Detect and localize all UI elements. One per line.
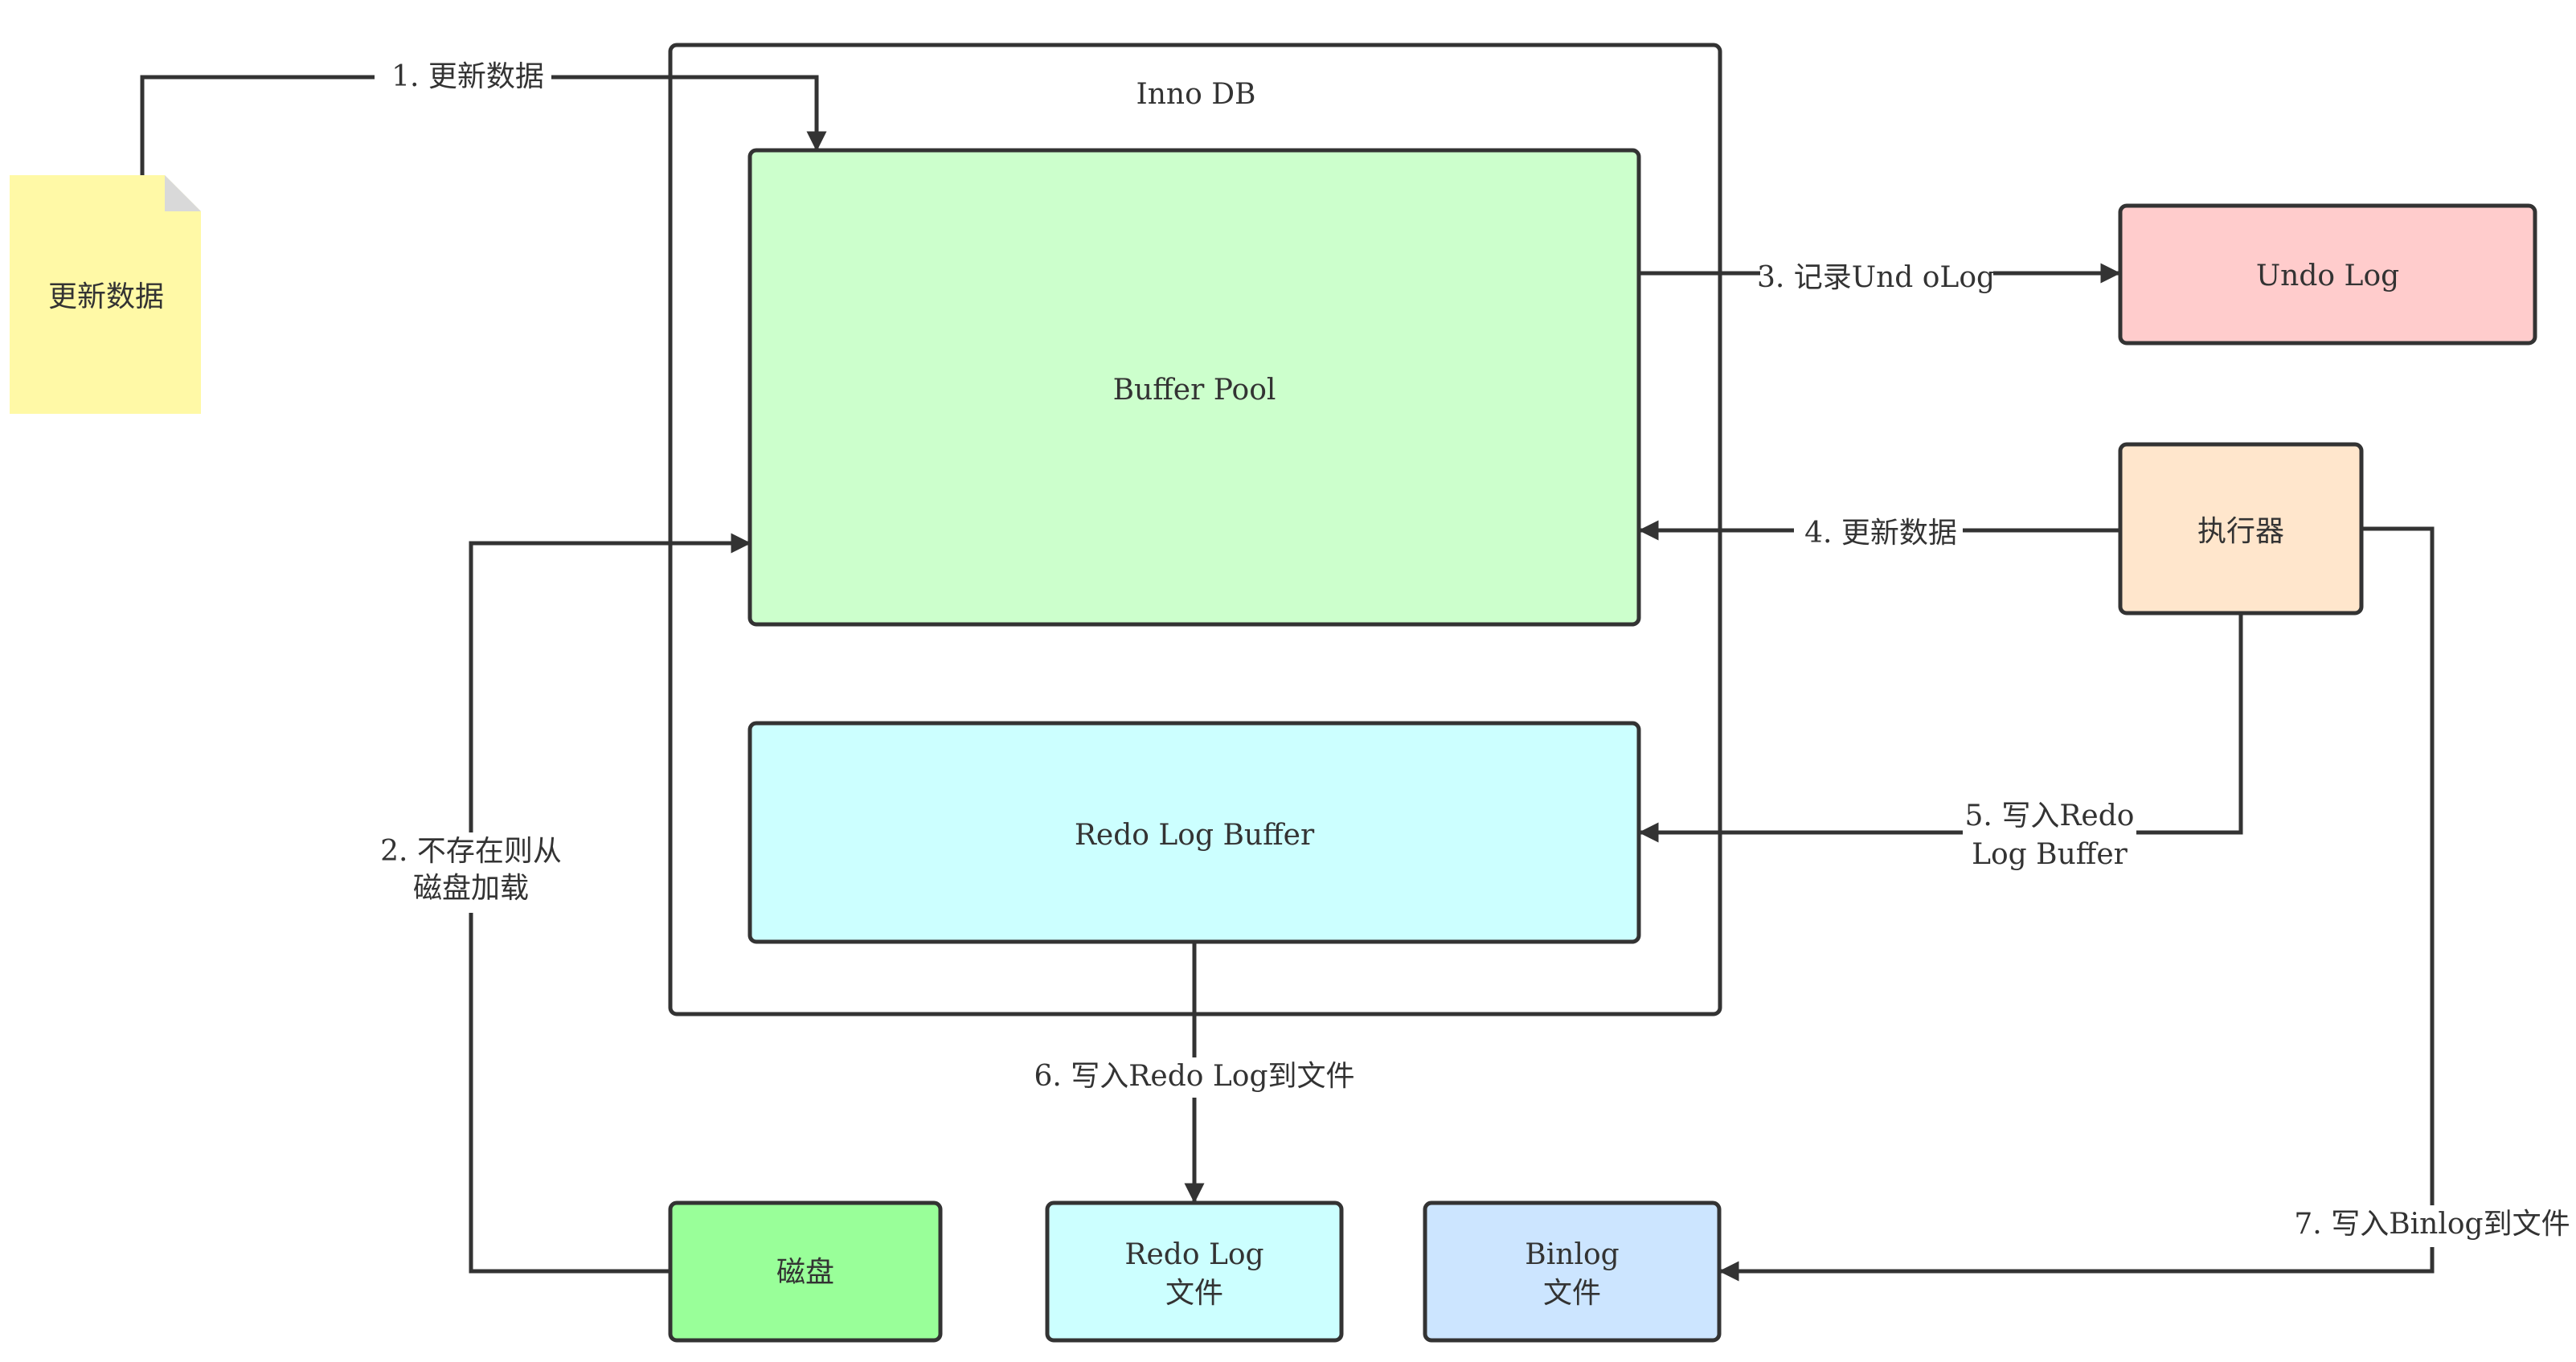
redo-log-file-label-1: Redo Log: [1124, 1238, 1263, 1271]
binlog-file-box: [1423, 1200, 1722, 1343]
edge-step2-label-1: 2. 不存在则从: [380, 835, 562, 868]
redo-log-file-box: [1045, 1200, 1344, 1343]
update-data-note: 更新数据: [10, 175, 201, 414]
edge-step7-label: 7. 写入Binlog到文件: [2294, 1208, 2570, 1241]
innodb-title: Inno DB: [1136, 78, 1255, 111]
redo-log-file-label-2: 文件: [1165, 1277, 1223, 1310]
edge-step5: [1638, 613, 2243, 843]
edge-step6-label-bg: [1037, 1057, 1352, 1098]
note-body: [10, 175, 201, 414]
edge-step7-label-bg: [2295, 1205, 2569, 1247]
edge-step3-label-bg: [1760, 254, 1993, 294]
binlog-file-label-1: Binlog: [1525, 1238, 1619, 1271]
edge-step3-label: 3. 记录Und oLog: [1757, 261, 1995, 294]
edge-step4-label: 4. 更新数据: [1804, 517, 1957, 550]
redo-log-buffer-label: Redo Log Buffer: [1075, 819, 1315, 852]
buffer-pool-box: [747, 148, 1641, 627]
edge-step5-label-bg: [1963, 796, 2136, 876]
executor-label: 执行器: [2197, 515, 2284, 548]
note-fold: [165, 175, 201, 211]
edge-step7: [1718, 526, 2435, 1282]
edge-step5-label-2: Log Buffer: [1972, 838, 2128, 871]
edge-step4-label-bg: [1794, 513, 1963, 553]
buffer-pool-label: Buffer Pool: [1113, 374, 1276, 407]
edge-step5-label-1: 5. 写入Redo: [1965, 800, 2135, 832]
edge-step6-label: 6. 写入Redo Log到文件: [1034, 1060, 1355, 1093]
disk-label: 磁盘: [776, 1256, 834, 1289]
edge-step1-label-bg: [375, 58, 551, 98]
edge-step2-label-2: 磁盘加载: [413, 872, 529, 905]
binlog-file-label-2: 文件: [1543, 1277, 1601, 1310]
edge-step1-label: 1. 更新数据: [391, 60, 544, 93]
undo-log-label: Undo Log: [2256, 260, 2399, 292]
edge-step2-label-bg: [367, 832, 575, 913]
note-label: 更新数据: [48, 280, 164, 313]
